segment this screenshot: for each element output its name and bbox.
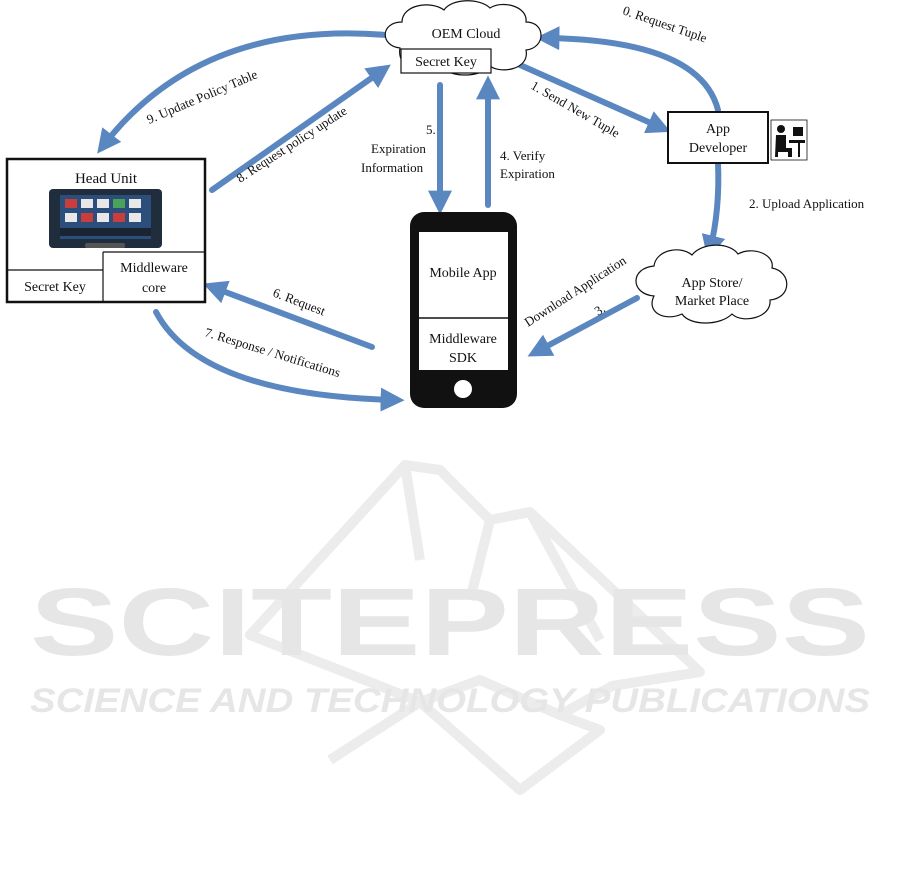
phone-home-button bbox=[454, 380, 472, 398]
arrow-request bbox=[203, 280, 375, 350]
app-store-label-line2: Market Place bbox=[675, 294, 749, 309]
app-store-node: App Store/ Market Place bbox=[635, 244, 788, 324]
scitepress-watermark: SCITEPRESS SCIENCE AND TECHNOLOGY PUBLIC… bbox=[30, 460, 870, 795]
cloud-secret-key: Secret Key bbox=[415, 55, 477, 70]
app-developer-node: App Developer bbox=[667, 111, 808, 164]
arrow-update-policy-table bbox=[97, 30, 389, 154]
arrow-request-policy-update bbox=[209, 64, 391, 193]
label-upload-application: 2. Upload Application bbox=[749, 196, 865, 211]
head-unit-middleware-line2: core bbox=[142, 281, 166, 296]
label-request-tuple: 0. Request Tuple bbox=[621, 3, 709, 46]
developer-box bbox=[667, 111, 769, 164]
arrow-request-tuple bbox=[535, 26, 721, 113]
label-download-application: Download Application bbox=[521, 252, 629, 329]
person-at-computer-icon bbox=[770, 119, 808, 161]
phone-sdk-label-line2: SDK bbox=[449, 351, 477, 366]
cloud-title: OEM Cloud bbox=[432, 27, 501, 42]
head-unit-secret-key: Secret Key bbox=[24, 280, 86, 295]
label-request-policy-update: 8. Request policy update bbox=[233, 103, 349, 186]
watermark-book-outline bbox=[245, 460, 705, 720]
arrow-send-new-tuple bbox=[517, 62, 671, 134]
cloud-secret-key-box bbox=[400, 48, 492, 74]
watermark-subtitle: SCIENCE AND TECHNOLOGY PUBLICATIONS bbox=[30, 682, 870, 720]
developer-label-line1: App bbox=[706, 122, 730, 137]
label-expiration-line3: Information bbox=[361, 160, 424, 175]
label-verify-line2: Expiration bbox=[500, 166, 555, 181]
arrow-upload-application bbox=[701, 160, 726, 260]
head-unit-middleware-line1: Middleware bbox=[120, 261, 188, 276]
developer-label-line2: Developer bbox=[689, 141, 748, 156]
head-unit-node: Head Unit Secret Key Middleware core bbox=[5, 157, 207, 304]
phone-sdk-label-line1: Middleware bbox=[429, 332, 497, 347]
label-expiration-line1: 5. bbox=[426, 122, 436, 137]
arrow-download-application bbox=[527, 295, 640, 357]
label-update-policy-table: 9. Update Policy Table bbox=[144, 66, 259, 126]
watermark-book-spine bbox=[327, 697, 605, 795]
phone-screen-app bbox=[419, 232, 508, 318]
label-verify-line1: 4. Verify bbox=[500, 148, 546, 163]
watermark-title: SCITEPRESS bbox=[30, 569, 870, 676]
phone-mobile-app-label: Mobile App bbox=[429, 266, 496, 281]
arrow-response-notifications bbox=[153, 309, 405, 412]
infotainment-screen-icon bbox=[49, 189, 162, 248]
arrows bbox=[97, 26, 726, 412]
phone-screen-sdk bbox=[419, 318, 508, 370]
phone-node: Mobile App Middleware SDK bbox=[410, 212, 517, 408]
app-store-cloud-shape bbox=[635, 244, 788, 324]
app-store-label-line1: App Store/ bbox=[681, 276, 742, 291]
oem-cloud-node: OEM Cloud Secret Key bbox=[384, 0, 542, 76]
label-expiration-line2: Expiration bbox=[371, 141, 426, 156]
head-unit-title: Head Unit bbox=[75, 171, 138, 187]
